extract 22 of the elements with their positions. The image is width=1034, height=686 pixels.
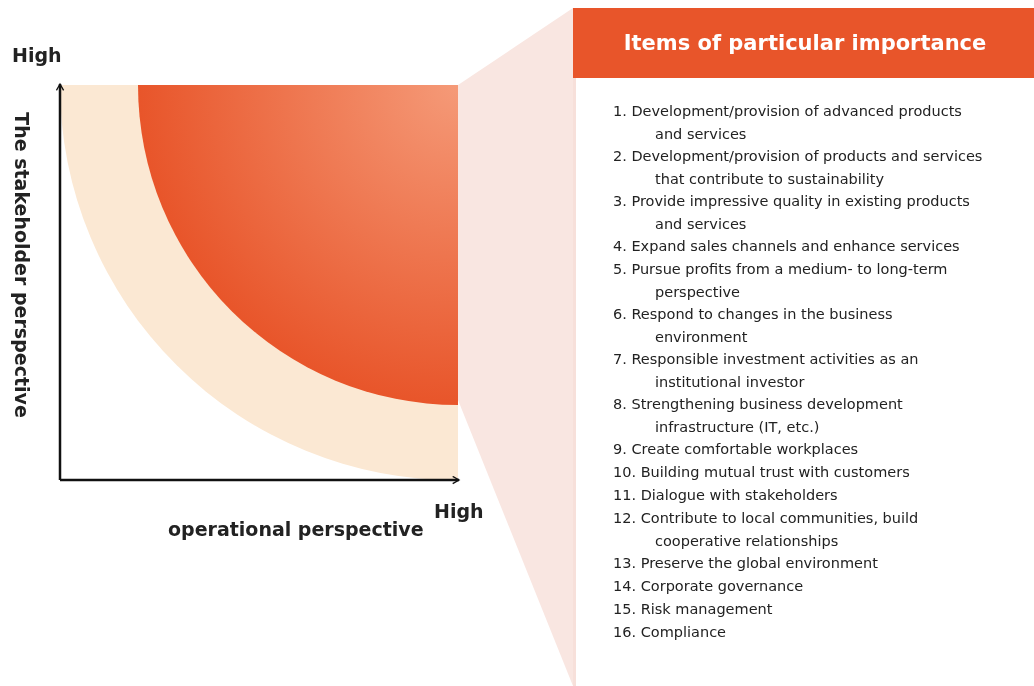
list-item: 2. Development/provision of products and services that contribute to sustainability (613, 147, 984, 189)
list-item: 3. Provide impressive quality in existing products and services (613, 192, 971, 234)
axis-title: The stakeholder perspective (10, 112, 33, 418)
list-item: 1. Development/provision of advanced products and services (613, 102, 963, 144)
axis-title: operational perspective (168, 518, 424, 540)
axis-label: High (434, 500, 484, 522)
list-item: 5. Pursue profits from a medium- to long-term perspective (613, 260, 949, 302)
list-panel (573, 8, 1034, 686)
list-item: 14. Corporate governance (613, 577, 805, 596)
list-item: 9. Create comfortable workplaces (613, 440, 860, 459)
list-item: 6. Respond to changes in the business environment (613, 305, 894, 347)
list-item: 16. Compliance (613, 623, 728, 642)
list-item: 10. Building mutual trust with customers (613, 463, 911, 482)
list-item: 11. Dialogue with stakeholders (613, 486, 839, 505)
list-item: 15. Risk management (613, 600, 774, 619)
list-item: 13. Preserve the global environment (613, 554, 879, 573)
list-item: 8. Strengthening business development infrastructure (IT, etc.) (613, 395, 904, 437)
axis-label: High (12, 44, 62, 66)
list-item: 4. Expand sales channels and enhance services (613, 237, 961, 256)
list-item: 12. Contribute to local communities, build cooperative relationships (613, 509, 920, 551)
panel-heading: Items of particular importance (573, 8, 1034, 78)
list-item: 7. Responsible investment activities as an institutional investor (613, 350, 920, 392)
